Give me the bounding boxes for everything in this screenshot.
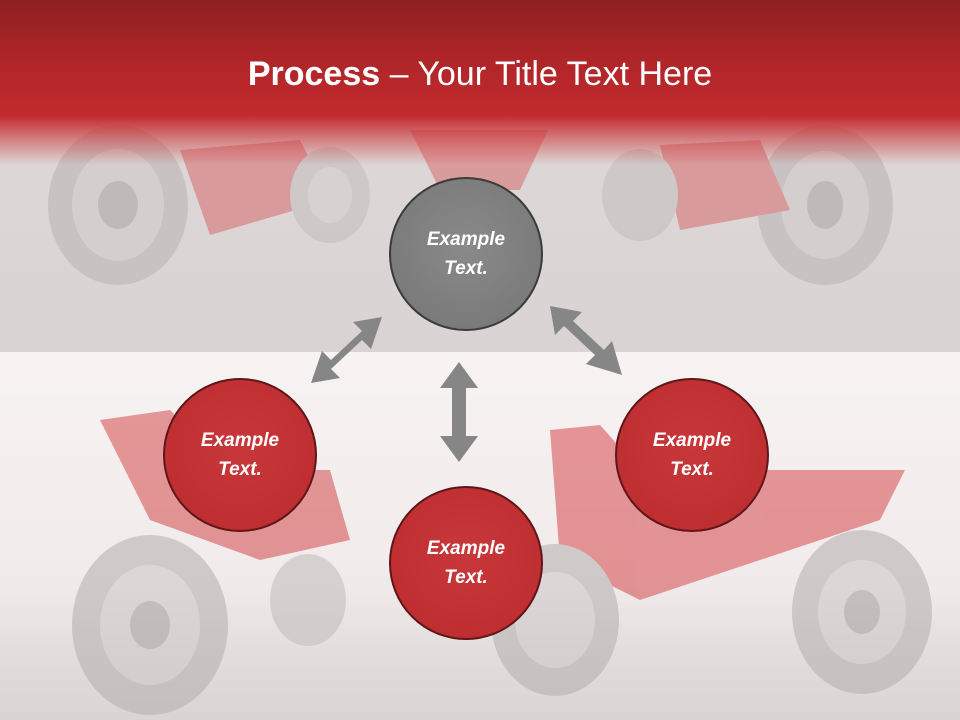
arrow-top-bottom xyxy=(440,362,478,462)
process-node-top: Example Text. xyxy=(389,177,543,331)
slide-title: Process – Your Title Text Here xyxy=(0,52,960,96)
process-node-right-label: Example Text. xyxy=(652,430,732,480)
process-node-left: Example Text. xyxy=(163,378,317,532)
process-node-left-label: Example Text. xyxy=(200,430,280,480)
process-node-right: Example Text. xyxy=(615,378,769,532)
arrow-top-left xyxy=(311,317,382,383)
title-rest: – Your Title Text Here xyxy=(380,55,713,93)
title-band xyxy=(0,0,960,165)
process-node-bottom-label: Example Text. xyxy=(426,538,506,588)
process-node-bottom: Example Text. xyxy=(389,486,543,640)
process-node-top-label: Example Text. xyxy=(426,229,506,279)
title-bold: Process xyxy=(247,55,381,93)
arrow-top-right xyxy=(550,306,622,375)
